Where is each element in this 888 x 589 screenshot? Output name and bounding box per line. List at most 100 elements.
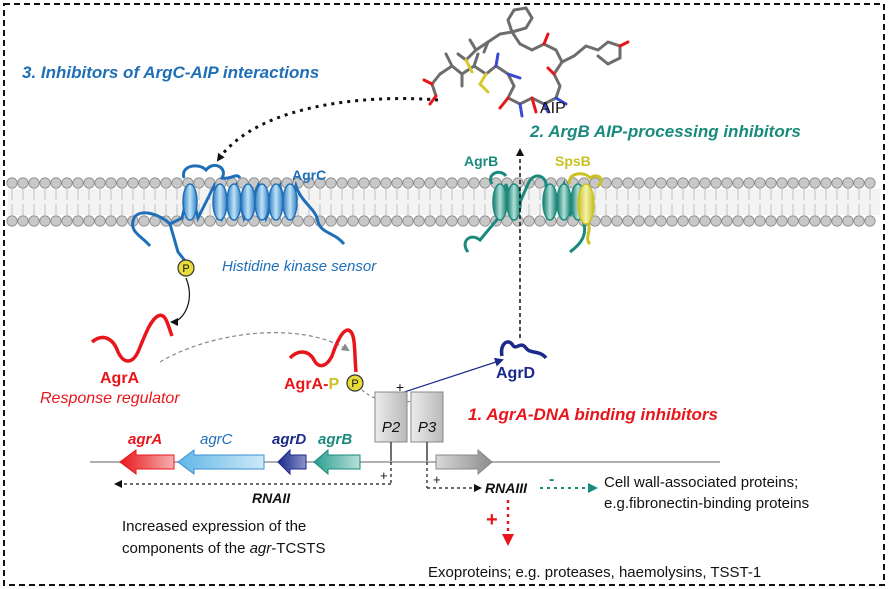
lipid-head [754,177,766,189]
lipid-head [72,215,84,227]
agra-p-binding-arc [361,389,429,404]
lipid-head [787,177,799,189]
lipid-head [655,215,667,227]
promoter-p3 [410,391,444,462]
lipid-head [644,177,656,189]
lipid-head [710,177,722,189]
lipid-head [39,177,51,189]
lipid-head [820,215,832,227]
lipid-head [160,177,172,189]
lipid-head [435,215,447,227]
lipid-head [853,215,865,227]
agra-p-label: AgrA-P [284,376,339,393]
lipid-head [94,215,106,227]
lipid-head [809,215,821,227]
lipid-head [633,215,645,227]
lipid-head [358,177,370,189]
cellwall-minus-sign: - [549,471,554,488]
lipid-head [358,215,370,227]
lipid-head [380,215,392,227]
agrc-phosphate-label: P [182,263,189,275]
agrc-label: AgrC [292,167,326,183]
lipid-head [688,177,700,189]
gene-agrc-arrow [177,449,265,475]
lipid-head [380,177,392,189]
agrd-peptide [499,340,548,360]
gene-agrb-label: agrB [318,431,352,448]
exoprotein-plus-sign: + [486,509,498,531]
lipid-head [424,177,436,189]
lipid-head [479,215,491,227]
lipid-head [435,177,447,189]
gene-agrd-arrow [277,448,307,476]
lipid-head [699,215,711,227]
lipid-head [809,177,821,189]
lipid-head [710,215,722,227]
gene-agra-label: agrA [128,431,162,448]
lipid-head [787,215,799,227]
lipid-head [622,177,634,189]
agra-p-label-suffix: P [328,376,339,393]
lipid-head [204,215,216,227]
heading-inhibitors-1: 1. AgrA-DNA binding inhibitors [468,405,718,424]
lipid-head [303,215,315,227]
lipid-head [446,215,458,227]
lipid-head [28,215,40,227]
lipid-head [754,215,766,227]
lipid-head [831,215,843,227]
lipid-head [864,215,876,227]
lipid-head [6,177,18,189]
heading-inhibitors-3: 3. Inhibitors of ArgC-AIP interactions [22,63,319,82]
expression-line-2: components of the agr-TCSTS [122,540,325,557]
expression-line-1: Increased expression of the [122,518,306,535]
lipid-head [138,177,150,189]
lipid-head [116,177,128,189]
exoproteins-label: Exoproteins; e.g. proteases, haemolysins… [428,564,761,581]
lipid-head [699,177,711,189]
lipid-head [864,177,876,189]
expression-line-2-prefix: components of the [122,540,250,557]
agra-activation-arrow [159,332,350,363]
histidine-kinase-label: Histidine kinase sensor [222,258,377,275]
lipid-head [149,177,161,189]
agrb-label: AgrB [464,153,498,169]
lipid-head [61,177,73,189]
lipid-head [666,215,678,227]
lipid-head [17,177,29,189]
response-regulator-label: Response regulator [40,390,180,407]
lipid-head [325,177,337,189]
agra-label: AgrA [100,370,140,387]
lipid-head [83,215,95,227]
lipid-head [732,177,744,189]
gene-rnaiii-arrow [435,448,493,476]
lipid-head [347,177,359,189]
agra-p-label-main: AgrA- [284,376,328,393]
lipid-head [127,177,139,189]
lipid-head [622,215,634,227]
lipid-head [479,177,491,189]
lipid-head [193,177,205,189]
rnaiii-plus: + [433,472,441,487]
lipid-head [677,215,689,227]
lipid-head [743,215,755,227]
lipid-head [83,177,95,189]
lipid-head [666,177,678,189]
lipid-head [611,215,623,227]
aip-to-agrc-arrow [216,97,439,162]
lipid-head [633,177,645,189]
lipid-head [776,177,788,189]
lipid-head [50,215,62,227]
lipid-head [677,177,689,189]
lipid-head [413,177,425,189]
agra-p-phosphate [346,374,364,392]
lipid-head [369,177,381,189]
lipid-head [347,215,359,227]
expression-line-2-suffix: -TCSTS [271,540,325,557]
lipid-head [325,215,337,227]
lipid-head [534,215,546,227]
lipid-head [138,215,150,227]
rnaii-label: RNAII [252,490,291,506]
aip-label: AIP [540,100,566,117]
